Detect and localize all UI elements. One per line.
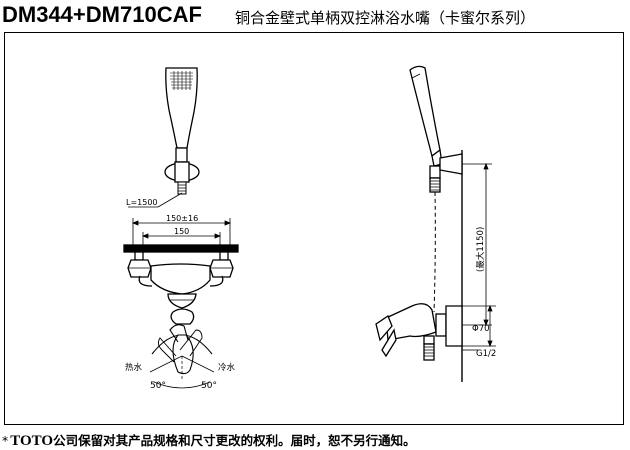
header: DM344+DM710CAF 铜合金壁式单柄双控淋浴水嘴（卡蜜尔系列） (0, 0, 630, 32)
spacing-dimensions (131, 218, 232, 245)
drawing-frame (4, 32, 624, 425)
spacing-label: 150 (174, 227, 189, 236)
mixer-body-front (123, 244, 239, 325)
angle-right-label: 50° (201, 381, 217, 391)
brand-logo: TOTO (10, 433, 54, 449)
max-height-label: (最大1150) (475, 227, 486, 272)
hand-shower-side (409, 65, 463, 193)
product-title: 铜合金壁式单柄双控淋浴水嘴（卡蜜尔系列） (235, 9, 536, 27)
pipe-diameter-label: Φ70 (472, 324, 490, 334)
hose-length-label: L=1500 (126, 198, 158, 207)
footer-note: 公司保留对其产品规格和尺寸更改的权利。届时，恕不另行通知。 (53, 433, 416, 448)
model-number: DM344+DM710CAF (2, 2, 202, 27)
mixer-body-side (375, 303, 463, 361)
thread-label: G1/2 (476, 349, 496, 359)
cold-water-label: 冷水 (218, 362, 236, 373)
footer-disclaimer: *TOTO公司保留对其产品规格和尺寸更改的权利。届时，恕不另行通知。 (2, 430, 416, 450)
footer-star: * (2, 433, 9, 448)
spacing-range-label: 150±16 (166, 214, 198, 223)
hose-length-callout: L=1500 (126, 192, 183, 208)
hot-water-label: 热水 (125, 362, 143, 373)
hose-dashed (433, 191, 436, 313)
height-dimension (462, 162, 496, 351)
angle-left-label: 50° (150, 381, 166, 391)
lever-rotation-view (149, 324, 215, 389)
hand-shower-front (164, 67, 200, 195)
